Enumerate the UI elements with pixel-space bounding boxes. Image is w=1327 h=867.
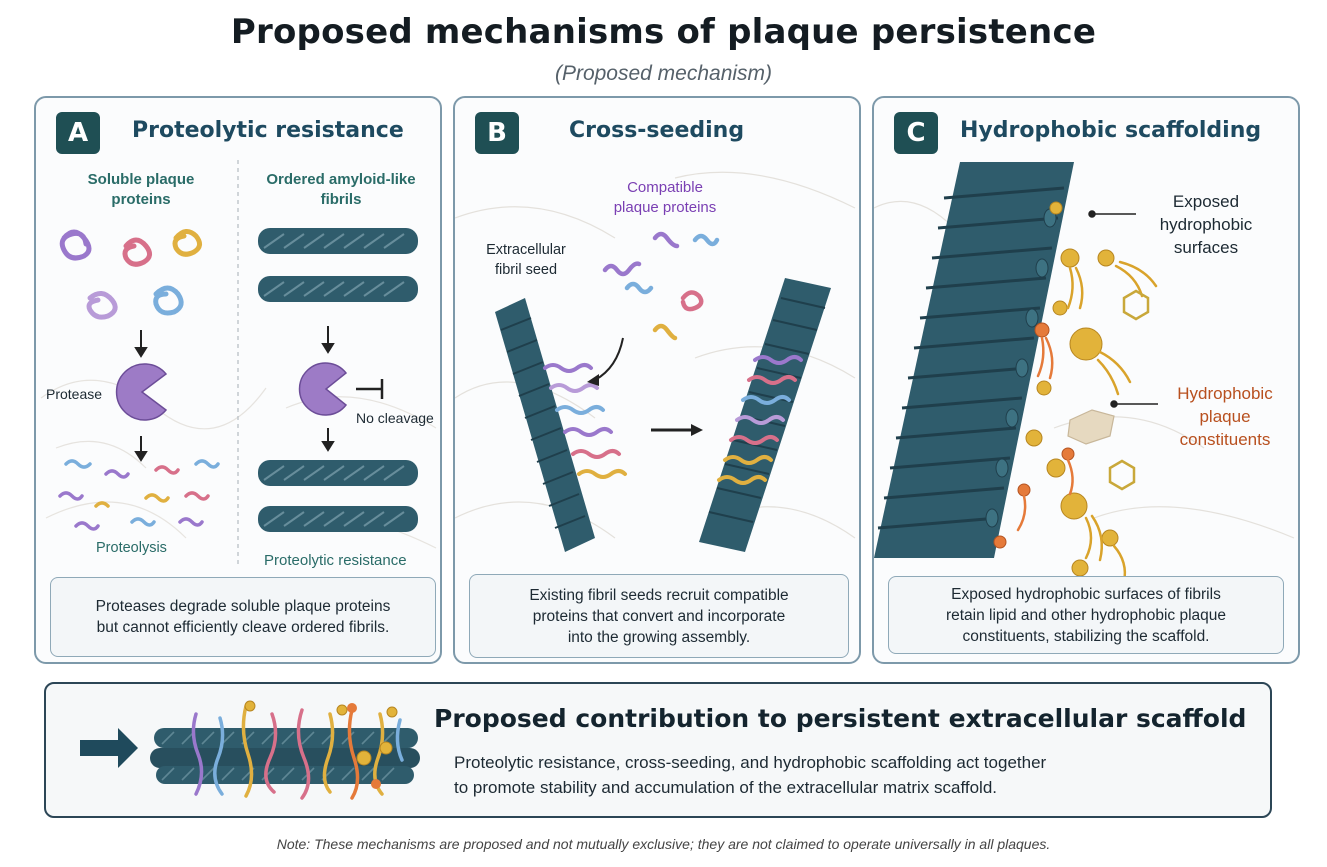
summary-title: Proposed contribution to persistent extr… <box>434 704 1247 733</box>
leader-lines <box>1088 210 1158 408</box>
footnote: Note: These mechanisms are proposed and … <box>276 836 1051 852</box>
right-arrow-icon <box>80 728 138 768</box>
panel-b-caption: Existing fibril seeds recruit compatible… <box>469 574 849 658</box>
amyloid-fibrils-bottom <box>258 460 418 532</box>
lipid-constituents <box>993 201 1158 620</box>
scaffold-lipids <box>244 700 398 766</box>
left-arrows <box>134 330 148 462</box>
panel-b-illustration <box>455 171 856 552</box>
thick-fibril <box>874 162 1074 558</box>
panel-c-title: Hydrophobic scaffolding <box>960 118 1262 143</box>
panel-b-title: Cross-seeding <box>569 118 745 143</box>
conversion-arrow <box>651 424 703 436</box>
page-subtitle: (Proposed mechanism) <box>554 62 773 85</box>
protease-blocked-icon <box>298 362 348 416</box>
compatible-proteins <box>602 231 720 341</box>
protease-label: Protease <box>46 386 103 402</box>
page-title: Proposed mechanisms of plaque persistenc… <box>230 12 1097 52</box>
soluble-proteins <box>59 229 202 320</box>
grown-fibril <box>699 278 831 552</box>
panel-a-title: Proteolytic resistance <box>132 118 404 143</box>
proteolysis-label: Proteolysis <box>96 540 167 556</box>
recruited-peptides <box>543 363 627 479</box>
panel-c-badge: C <box>894 112 938 154</box>
proteolytic-resistance-label: Proteolytic resistance <box>264 552 407 569</box>
compatible-proteins-label: Compatible plaque proteins <box>613 179 717 216</box>
scaffold-fibril-bundle <box>150 728 420 784</box>
fibrils-heading: Ordered amyloid-like fibrils <box>266 171 416 208</box>
summary-illustration <box>80 700 420 800</box>
panel-cross-seeding: B Cross-seeding Compatible plaque protei… <box>453 96 861 664</box>
soluble-proteins-heading: Soluble plaque proteins <box>87 171 195 208</box>
inhibition-icon <box>356 379 384 399</box>
panel-hydrophobic-scaffolding: C Hydrophobic scaffolding Exposed hydrop… <box>872 96 1300 664</box>
right-arrows <box>321 326 335 452</box>
no-cleavage-label: No cleavage <box>356 410 434 426</box>
protein-fragments <box>58 459 220 531</box>
panel-proteolytic-resistance: A Proteolytic resistance Soluble plaque … <box>34 96 442 664</box>
fibril-seed-label: Extracellular fibril seed <box>486 242 566 278</box>
summary-text: Proteolytic resistance, cross-seeding, a… <box>454 753 1047 797</box>
panel-b-badge: B <box>475 112 519 154</box>
panel-a-badge: A <box>56 112 100 154</box>
protease-icon <box>115 363 168 421</box>
panel-c-caption: Exposed hydrophobic surfaces of fibrils … <box>888 576 1284 654</box>
exposed-surfaces-label: Exposed hydrophobic surfaces <box>1159 192 1253 257</box>
panel-a-illustration <box>40 160 437 568</box>
recruit-arrow <box>594 337 624 381</box>
panel-a-caption: Proteases degrade soluble plaque protein… <box>50 577 436 657</box>
scaffold-lipid-heads <box>347 703 381 789</box>
hydrophobic-constituents-label: Hydrophobic plaque constituents <box>1177 384 1273 449</box>
scaffold-peptides <box>191 704 404 800</box>
amyloid-fibrils-top <box>258 228 418 302</box>
fibril-seed <box>495 298 595 552</box>
summary-box: Proposed contribution to persistent extr… <box>44 682 1272 818</box>
panel-c-illustration <box>874 162 1295 620</box>
